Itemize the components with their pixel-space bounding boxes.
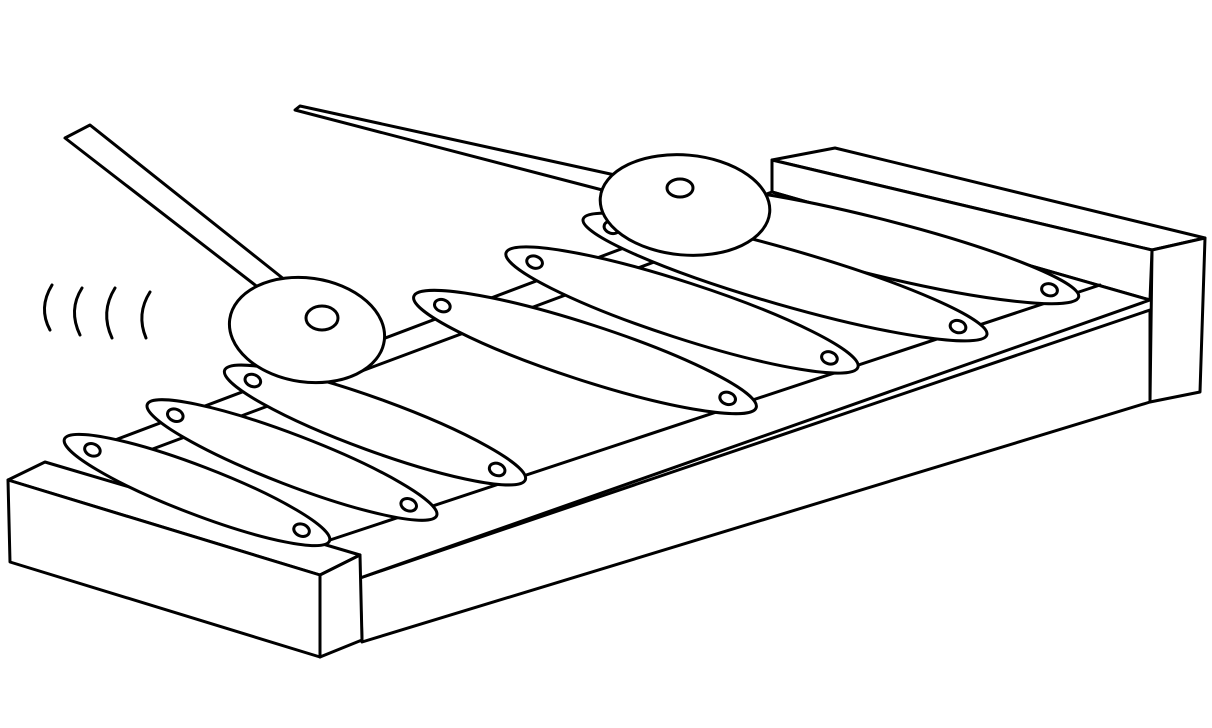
bar-hole xyxy=(525,254,544,270)
bar-hole xyxy=(820,350,839,366)
bar-body xyxy=(222,363,528,487)
sound-waves-icon xyxy=(43,283,152,340)
bar-body xyxy=(62,432,332,548)
bar-hole xyxy=(243,372,263,389)
xylophone-bar xyxy=(504,245,860,375)
bar-hole xyxy=(487,461,507,478)
xylophone-bar xyxy=(222,363,528,487)
bar-hole xyxy=(433,297,452,314)
bar-hole xyxy=(83,442,102,458)
left-mallet xyxy=(63,123,387,385)
bar-hole xyxy=(399,497,418,513)
bar-body xyxy=(504,245,860,375)
bar-body xyxy=(145,398,439,522)
bar-hole xyxy=(292,522,311,538)
xylophone-bar xyxy=(62,432,332,548)
left-end-block xyxy=(6,460,364,659)
bar-body xyxy=(412,288,758,416)
bar-hole xyxy=(166,407,185,423)
bar-hole xyxy=(1040,282,1059,298)
xylophone-bar xyxy=(145,398,439,522)
bar-hole xyxy=(718,390,737,407)
right-end-block xyxy=(770,146,1207,404)
bar-hole xyxy=(948,318,968,335)
xylophone-bars xyxy=(62,184,1081,548)
right-mallet xyxy=(293,104,772,257)
xylophone-bar xyxy=(412,288,758,416)
